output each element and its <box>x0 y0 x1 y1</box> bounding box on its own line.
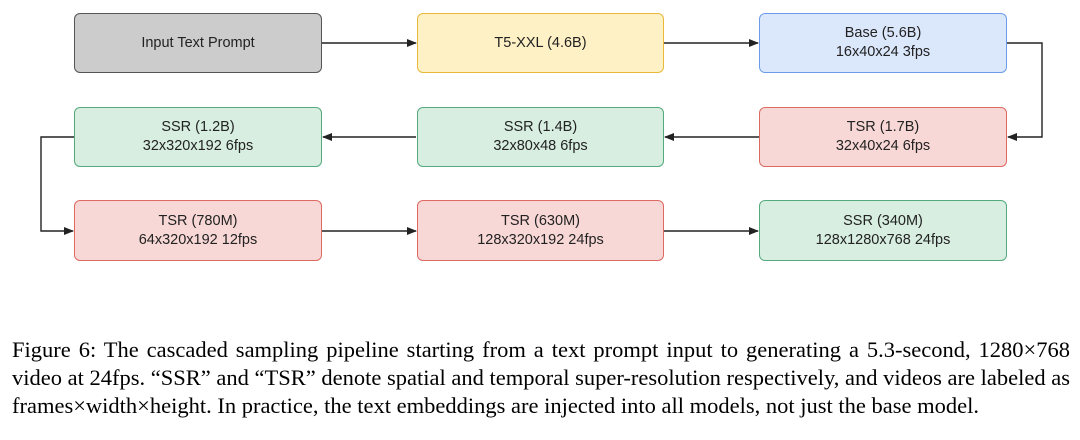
node-t5-xxl: T5-XXL (4.6B) <box>417 13 664 73</box>
node-label: TSR (1.7B) <box>846 119 920 135</box>
node-label: SSR (1.2B) <box>161 119 235 135</box>
node-resolution: 32x320x192 6fps <box>142 138 254 154</box>
node-resolution: 128x320x192 24fps <box>477 231 604 248</box>
arrow-base-to-tsr1 <box>1007 42 1043 141</box>
node-input-text-prompt: Input Text Prompt <box>74 13 322 73</box>
arrows-layer <box>40 39 1043 235</box>
node-label: Base (5.6B) <box>844 25 922 41</box>
node-ssr-1-2b: SSR (1.2B) 32x320x192 6fps <box>74 107 322 167</box>
node-tsr-780m: TSR (780M) 64x320x192 12fps <box>74 200 322 261</box>
node-tsr-630m: TSR (630M) 128x320x192 24fps <box>417 200 664 261</box>
node-label: Input Text Prompt <box>141 34 255 51</box>
node-resolution: 128x1280x768 24fps <box>815 231 951 248</box>
node-label: T5-XXL (4.6B) <box>494 34 587 51</box>
pipeline-diagram: Input Text Prompt T5-XXL (4.6B) Base (5.… <box>40 13 1043 261</box>
node-label: TSR (630M) <box>501 212 580 229</box>
node-resolution: 16x40x24 3fps <box>835 44 931 60</box>
node-label: TSR (780M) <box>158 212 238 229</box>
node-label: SSR (340M) <box>843 212 923 229</box>
node-tsr-1-7b: TSR (1.7B) 32x40x24 6fps <box>759 107 1007 167</box>
node-resolution: 64x320x192 12fps <box>138 231 258 248</box>
figure-caption: Figure 6: The cascaded sampling pipeline… <box>12 336 1070 418</box>
arrow-ssr2-to-tsr2 <box>40 136 74 235</box>
node-label: SSR (1.4B) <box>503 119 578 135</box>
node-resolution: 32x40x24 6fps <box>835 138 931 154</box>
node-ssr-1-4b: SSR (1.4B) 32x80x48 6fps <box>417 107 664 167</box>
node-base-model: Base (5.6B) 16x40x24 3fps <box>759 13 1007 73</box>
node-ssr-340m: SSR (340M) 128x1280x768 24fps <box>759 200 1007 261</box>
node-resolution: 32x80x48 6fps <box>493 138 588 154</box>
